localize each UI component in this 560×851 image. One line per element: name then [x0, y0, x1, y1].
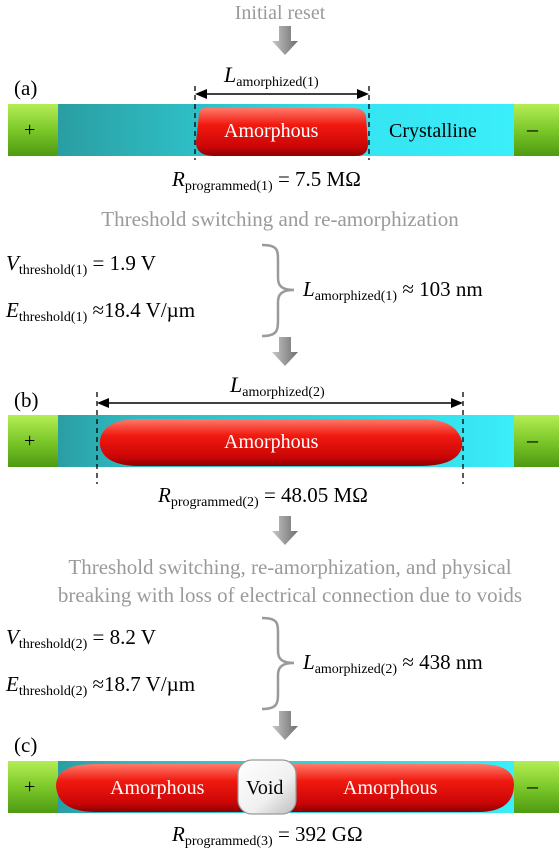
- panel-c-void: [237, 759, 297, 815]
- param2-amorphized-length: Lamorphized(2) ≈ 438 nm: [303, 650, 483, 677]
- down-arrow-2: [272, 337, 298, 366]
- panel-c-amorphous-left-label: Amorphous: [110, 777, 205, 799]
- panel-b-electrode-minus: [514, 415, 559, 467]
- panel-a-label: (a): [14, 76, 38, 100]
- param2-threshold-voltage: Vthreshold(2) = 8.2 V: [6, 625, 156, 652]
- panel-b-device: [8, 392, 559, 484]
- panel-a-minus: –: [527, 116, 538, 141]
- panel-c-plus: +: [24, 776, 36, 798]
- param2-threshold-field: Ethreshold(2) ≈18.7 V/µm: [6, 672, 196, 699]
- panel-c-amorphous-right-label: Amorphous: [343, 777, 438, 799]
- panel-c-minus: –: [527, 773, 538, 798]
- panel-c-label: (c): [14, 733, 38, 757]
- panel-b-minus: –: [527, 427, 538, 452]
- panel-b-label: (b): [14, 388, 39, 412]
- brace-2: [261, 616, 295, 711]
- down-arrow-1: [272, 26, 298, 55]
- panel-a-length-label: Lamorphized(1): [224, 62, 319, 90]
- step-threshold-switching-2-line1: Threshold switching, re-amorphization, a…: [68, 555, 512, 579]
- panel-b-resistance: Rprogrammed(2) = 48.05 MΩ: [158, 483, 368, 510]
- down-arrow-4: [272, 711, 298, 740]
- panel-a-electrode-minus: [514, 104, 559, 156]
- param1-threshold-field: Ethreshold(1) ≈18.4 V/µm: [6, 298, 196, 325]
- panel-c-device: [8, 759, 559, 815]
- panel-b-amorphous-label: Amorphous: [224, 431, 319, 453]
- panel-a-amorphous-region: [196, 108, 368, 156]
- panel-c-void-label: Void: [246, 777, 284, 799]
- panel-c-electrode-plus: [8, 761, 58, 813]
- panel-a-electrode-plus: [8, 104, 58, 156]
- down-arrow-3: [272, 516, 298, 545]
- step-threshold-switching-1: Threshold switching and re-amorphization: [101, 207, 459, 231]
- param1-threshold-voltage: Vthreshold(1) = 1.9 V: [6, 251, 156, 278]
- step-threshold-switching-2-line2: breaking with loss of electrical connect…: [57, 583, 523, 607]
- panel-c-electrode-minus: [514, 761, 559, 813]
- panel-a-amorphous-label: Amorphous: [224, 120, 319, 142]
- step-initial-reset: Initial reset: [234, 2, 326, 24]
- panel-a-resistance: Rprogrammed(1) = 7.5 MΩ: [172, 167, 361, 194]
- panel-b-electrode-plus: [8, 415, 58, 467]
- panel-a-device: [8, 86, 559, 160]
- panel-a-plus: +: [24, 119, 36, 141]
- panel-b-length-label: Lamorphized(2): [230, 372, 325, 400]
- panel-b-plus: +: [24, 430, 36, 452]
- panel-a-crystalline-label: Crystalline: [389, 120, 477, 142]
- panel-b-amorphous-region: [99, 419, 463, 466]
- panel-c-resistance: Rprogrammed(3) = 392 GΩ: [172, 822, 363, 849]
- brace-1: [261, 243, 295, 338]
- param1-amorphized-length: Lamorphized(1) ≈ 103 nm: [303, 277, 483, 304]
